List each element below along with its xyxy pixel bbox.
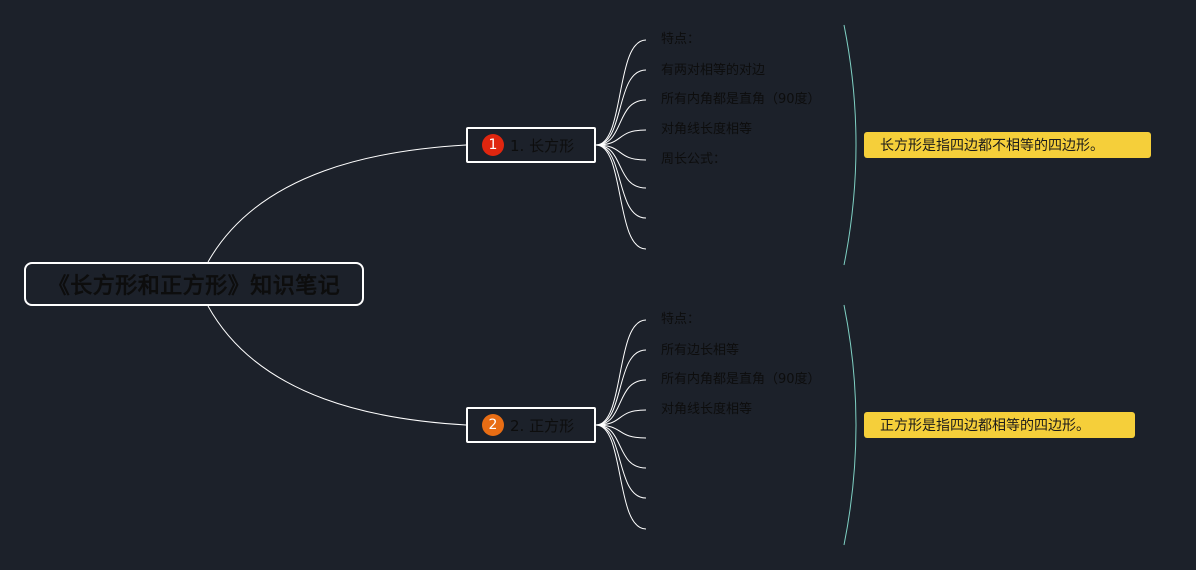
subtopic-item[interactable]: 特点： (661, 312, 701, 327)
summary-square[interactable]: 正方形是指四边都相等的四边形。 (864, 412, 1135, 438)
subtopic-item[interactable]: 对角线长度相等 (661, 122, 753, 137)
connector-root-to-square (207, 305, 467, 426)
priority-2-icon: 2 (482, 414, 504, 436)
subtopic-item[interactable]: 所有内角都是直角（90度） (661, 92, 821, 107)
summary-bracket-rectangle (843, 24, 857, 266)
central-topic-title: 《长方形和正方形》知识笔记 (47, 274, 341, 299)
connector-root-to-rectangle (207, 144, 467, 263)
subtopic-item[interactable]: 所有内角都是直角（90度） (661, 372, 821, 387)
topic-square[interactable]: 2 2. 正方形 (466, 407, 596, 443)
summary-bracket-square (843, 304, 857, 546)
summary-text: 正方形是指四边都相等的四边形。 (880, 418, 1090, 434)
topic-label: 1. 长方形 (510, 136, 575, 155)
subtopic-item[interactable]: 周长公式： (661, 152, 727, 167)
central-topic[interactable]: 《长方形和正方形》知识笔记 (24, 262, 364, 306)
priority-1-icon: 1 (482, 134, 504, 156)
branch-fan-square (595, 319, 647, 530)
subtopic-item[interactable]: 所有边长相等 (661, 343, 740, 358)
topic-label: 2. 正方形 (510, 416, 575, 435)
topic-rectangle[interactable]: 1 1. 长方形 (466, 127, 596, 163)
summary-rectangle[interactable]: 长方形是指四边都不相等的四边形。 (864, 132, 1151, 158)
subtopic-item[interactable]: 有两对相等的对边 (661, 63, 766, 78)
branch-fan-rectangle (595, 39, 647, 250)
subtopic-item[interactable]: 对角线长度相等 (661, 402, 753, 417)
summary-text: 长方形是指四边都不相等的四边形。 (880, 138, 1104, 154)
subtopic-item[interactable]: 特点： (661, 32, 701, 47)
